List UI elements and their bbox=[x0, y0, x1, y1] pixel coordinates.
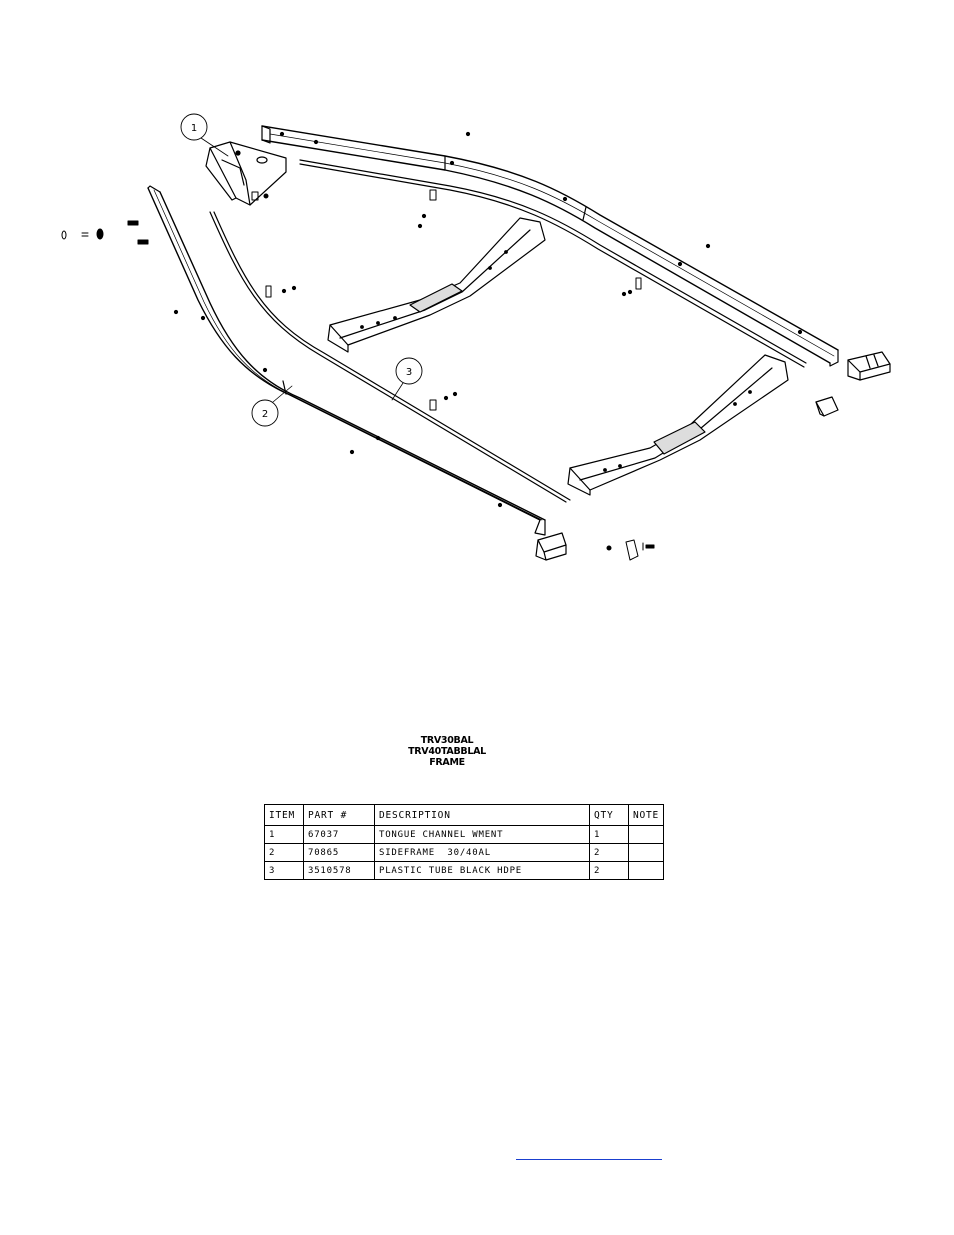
description: PLASTIC TUBE BLACK HDPE bbox=[374, 861, 590, 880]
note bbox=[627, 825, 665, 844]
quantity: 1 bbox=[589, 825, 629, 844]
note bbox=[627, 843, 665, 862]
header-item: ITEM bbox=[264, 804, 304, 826]
rear-end-cap-lower bbox=[535, 532, 567, 561]
description: TONGUE CHANNEL WMENT bbox=[374, 825, 590, 844]
callout-item-1: 1 bbox=[180, 113, 229, 157]
parts-list-table: ITEM PART # DESCRIPTION QTY NOTE 1 67037… bbox=[264, 804, 665, 880]
upper-plastic-tube bbox=[299, 159, 807, 368]
lower-side-frame-rail bbox=[147, 185, 546, 536]
corner-bumper bbox=[815, 396, 839, 417]
lower-cross-member bbox=[567, 354, 789, 496]
assembly-name: FRAME bbox=[429, 757, 465, 768]
header-part-number: PART # bbox=[303, 804, 375, 826]
quantity: 2 bbox=[589, 843, 629, 862]
upper-cross-member bbox=[327, 217, 546, 353]
svg-text:3: 3 bbox=[406, 367, 412, 378]
description: SIDEFRAME 30/40AL bbox=[374, 843, 590, 862]
table-row: 3 3510578 PLASTIC TUBE BLACK HDPE 2 bbox=[264, 861, 665, 880]
header-qty: QTY bbox=[589, 804, 629, 826]
callout-item-3: 3 bbox=[391, 357, 423, 401]
svg-text:1: 1 bbox=[191, 123, 197, 134]
item-number: 2 bbox=[264, 843, 304, 862]
hardware-bolts bbox=[61, 131, 711, 561]
quantity: 2 bbox=[589, 861, 629, 880]
header-note: NOTE bbox=[627, 804, 665, 826]
header-description: DESCRIPTION bbox=[374, 804, 590, 826]
svg-text:2: 2 bbox=[262, 409, 268, 420]
rear-end-cap-upper bbox=[847, 351, 891, 381]
item-number: 3 bbox=[264, 861, 304, 880]
footer-link[interactable] bbox=[516, 1152, 662, 1160]
note bbox=[627, 861, 665, 880]
part-number: 70865 bbox=[303, 843, 375, 862]
item-number: 1 bbox=[264, 825, 304, 844]
callout-item-2: 2 bbox=[251, 385, 293, 427]
table-row: 2 70865 SIDEFRAME 30/40AL 2 bbox=[264, 843, 665, 862]
table-row: 1 67037 TONGUE CHANNEL WMENT 1 bbox=[264, 825, 665, 844]
lower-plastic-tube bbox=[209, 211, 571, 503]
model-number-1: TRV30BAL bbox=[420, 735, 474, 746]
exploded-frame-drawing: 1 2 3 bbox=[61, 113, 891, 561]
title-block: TRV30BAL TRV40TABBLAL FRAME bbox=[377, 735, 517, 768]
model-number-2: TRV40TABBLAL bbox=[408, 746, 486, 757]
upper-side-frame-rail bbox=[261, 125, 839, 367]
tongue-channel-weldment bbox=[205, 141, 287, 206]
table-header-row: ITEM PART # DESCRIPTION QTY NOTE bbox=[264, 804, 665, 826]
part-number: 67037 bbox=[303, 825, 375, 844]
part-number: 3510578 bbox=[303, 861, 375, 880]
